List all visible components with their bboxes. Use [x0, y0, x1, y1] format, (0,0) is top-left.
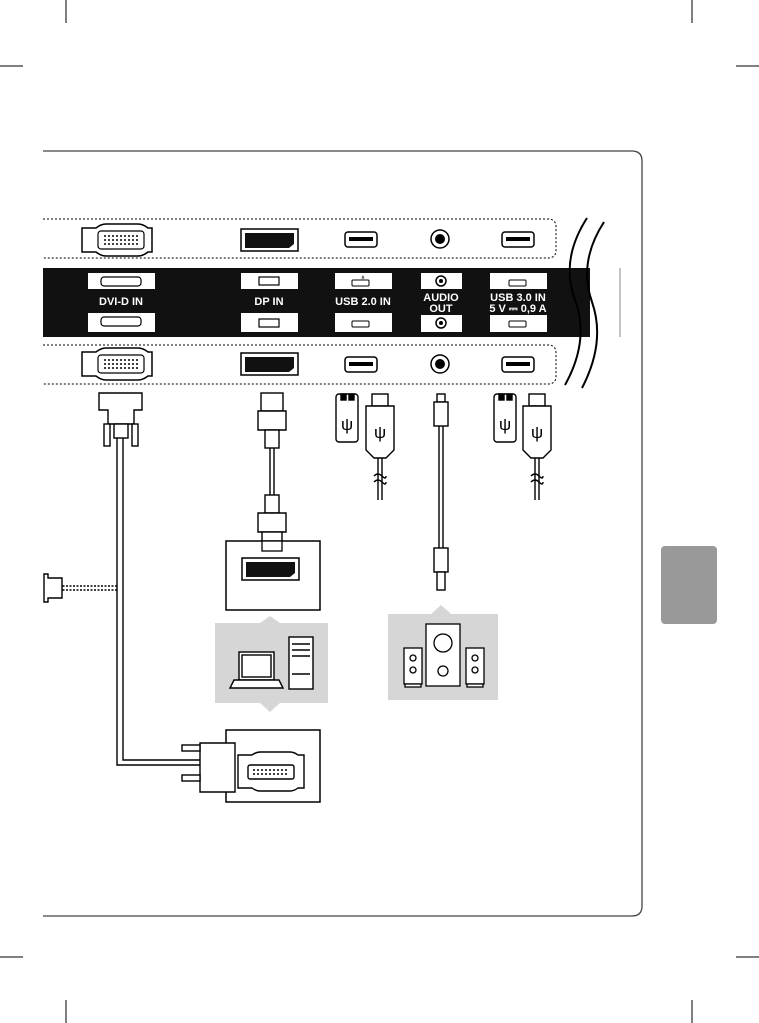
- laptop-icon: [228, 651, 285, 689]
- speaker-icon: [465, 647, 485, 688]
- dp-port-bottom: [240, 352, 299, 376]
- audio-label-block: AUDIO OUT: [421, 273, 462, 332]
- speaker-icon: [403, 647, 423, 688]
- page-frame: [43, 150, 643, 917]
- pc-dvi-port-box: [181, 729, 321, 803]
- usb2-port-bottom: [344, 356, 378, 373]
- port-strip-top: [43, 218, 557, 259]
- dvi-port-bottom: [81, 347, 153, 381]
- usb-trident-icon: ψ: [374, 423, 386, 442]
- usb2-cable-plug: ψ: [365, 393, 395, 500]
- usb2-port-top: [344, 231, 378, 248]
- usb3-label-line2: 5 V ⎓ 0,9 A: [489, 303, 546, 315]
- dp-cable: [257, 392, 287, 549]
- audio-port-bottom: [430, 354, 450, 374]
- usb3-port-top: [501, 231, 535, 248]
- dvi-label: DVI-D IN: [99, 296, 143, 308]
- dvi-cable: [43, 392, 235, 766]
- desktop-tower-icon: [288, 636, 314, 690]
- usb2-device-plug: ψ: [335, 393, 359, 443]
- audio-port-top: [430, 229, 450, 249]
- audio-label-line2: OUT: [429, 303, 453, 315]
- usb3-label-line1: USB 3.0 IN: [490, 292, 546, 304]
- svg-text:⋔: ⋔: [361, 275, 365, 281]
- dp-label: DP IN: [254, 296, 283, 308]
- dvi-label-block: DVI-D IN: [88, 273, 155, 332]
- usb3-port-bottom: [501, 356, 535, 373]
- port-strip-bottom: [43, 344, 557, 385]
- usb2-label: USB 2.0 IN: [335, 296, 391, 308]
- usb-trident-icon: ψ: [499, 415, 511, 434]
- usb3-label-block: USB 3.0 IN 5 V ⎓ 0,9 A: [489, 273, 547, 332]
- usb2-label-block: ⋔ USB 2.0 IN: [335, 273, 392, 332]
- monitor-edge-curves: [564, 217, 621, 389]
- usb-trident-icon: ψ: [531, 423, 543, 442]
- dvi-port-top: [81, 223, 153, 257]
- subwoofer-icon: [425, 623, 461, 687]
- audio-label-line1: AUDIO: [423, 292, 459, 304]
- usb3-device-plug: ψ: [493, 393, 517, 443]
- dp-port-top: [240, 228, 299, 252]
- pc-dp-port-box: [225, 540, 321, 611]
- speaker-group: [388, 605, 498, 700]
- computer-group: [215, 616, 328, 712]
- dp-label-block: DP IN: [241, 273, 298, 332]
- usb-trident-icon: ψ: [341, 415, 353, 434]
- section-tab: [661, 546, 717, 624]
- audio-cable: [433, 393, 449, 591]
- usb3-cable-plug: ψ: [522, 393, 552, 500]
